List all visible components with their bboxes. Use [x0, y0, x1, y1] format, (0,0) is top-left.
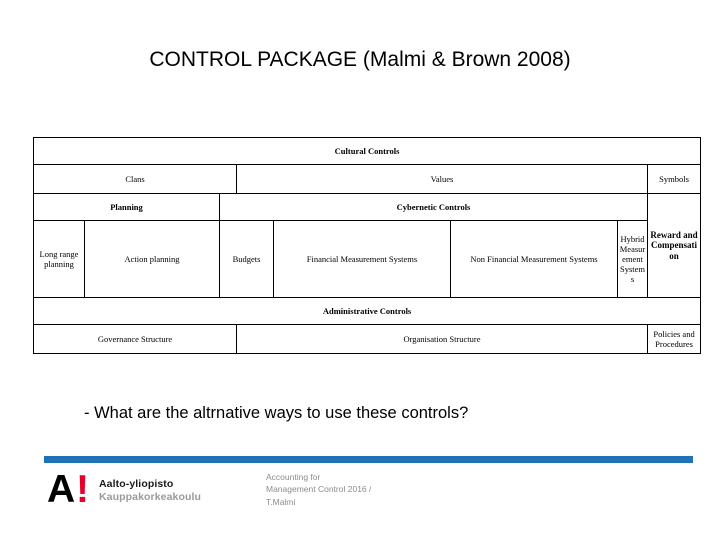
- table-row-cultural-band: Cultural Controls: [32, 137, 702, 165]
- footer-note-line-1: Accounting for: [266, 472, 321, 482]
- cell-governance-structure: Governance Structure: [33, 324, 237, 354]
- cell-organisation-structure: Organisation Structure: [236, 324, 648, 354]
- band-cybernetic-controls: Cybernetic Controls: [219, 193, 648, 221]
- logo-letter-a: A: [47, 468, 75, 511]
- course-footer-note: Accounting for Management Control 2016 /…: [266, 471, 371, 508]
- band-planning: Planning: [33, 193, 220, 221]
- table-row-detail: Long range planning Action planning Budg…: [33, 220, 701, 298]
- table-row-cultural-cells: Clans Values Symbols: [33, 164, 702, 194]
- cell-non-financial-measurement-systems: Non Financial Measurement Systems: [450, 220, 618, 298]
- logo-university-name: Aalto-yliopisto: [99, 477, 174, 490]
- cell-hybrid-measurement-systems: Hybrid Measurement Systems: [617, 220, 648, 298]
- footer-note-line-2: Management Control 2016 /: [266, 484, 372, 495]
- cell-clans: Clans: [33, 164, 237, 194]
- aalto-logo-text: Aalto-yliopisto Kauppakorkeakoulu: [99, 478, 201, 504]
- band-cultural-controls: Cultural Controls: [32, 137, 702, 165]
- page-title: CONTROL PACKAGE (Malmi & Brown 2008): [149, 48, 571, 71]
- cell-symbols: Symbols: [646, 164, 702, 194]
- table-row-planning-cybernetic-band: Planning Cybernetic Controls Reward and …: [33, 193, 702, 298]
- cell-action-planning: Action planning: [84, 220, 220, 298]
- aalto-logo-mark-icon: A !: [47, 468, 93, 511]
- control-package-table: Cultural Controls Clans Values Symbols P…: [32, 137, 702, 354]
- logo-school-name: Kauppakorkeakoulu: [99, 491, 202, 503]
- cell-policies-and-procedures: Policies and Procedures: [646, 324, 702, 354]
- footer-note-line-3: T.Malmi: [266, 496, 296, 507]
- aalto-logo: A ! Aalto-yliopisto Kauppakorkeakoulu: [47, 468, 201, 511]
- cell-values: Values: [236, 164, 648, 194]
- table-row-admin-band: Administrative Controls: [32, 297, 702, 325]
- cell-long-range-planning: Long range planning: [33, 220, 85, 298]
- cell-reward-and-compensation-label: Reward and Compensation: [650, 229, 698, 261]
- discussion-question: - What are the altrnative ways to use th…: [84, 404, 469, 422]
- cell-reward-and-compensation: Reward and Compensation: [646, 193, 702, 298]
- band-administrative-controls: Administrative Controls: [32, 297, 702, 325]
- cell-budgets: Budgets: [219, 220, 274, 298]
- table-row-admin-cells: Governance Structure Organisation Struct…: [33, 324, 702, 354]
- cell-financial-measurement-systems: Financial Measurement Systems: [273, 220, 451, 298]
- logo-exclamation-icon: !: [76, 468, 89, 511]
- footer-divider: [44, 456, 693, 463]
